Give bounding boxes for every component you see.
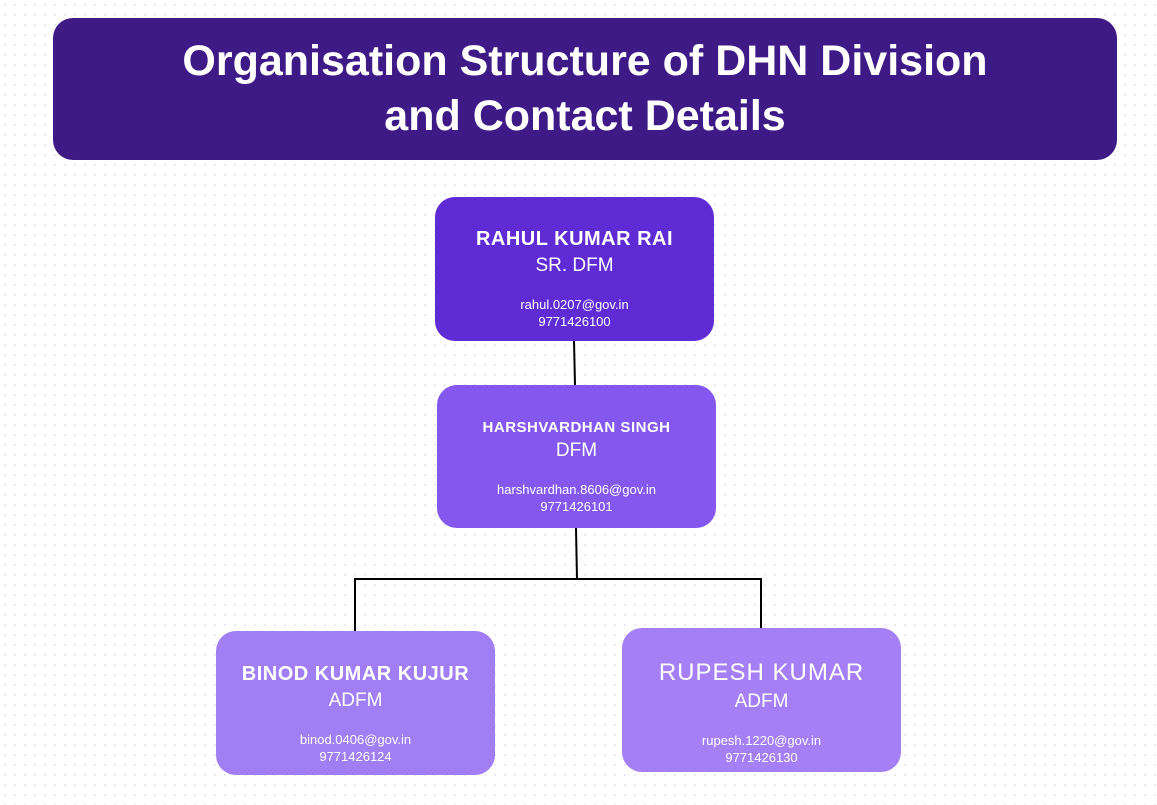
page-title-line-2: and Contact Details [384, 92, 786, 140]
org-node-dfm: HARSHVARDHAN SINGH DFM harshvardhan.8606… [437, 385, 716, 528]
person-designation: ADFM [734, 691, 789, 712]
connector-dfm-down [575, 527, 578, 580]
person-email: rupesh.1220@gov.in [701, 733, 822, 748]
person-phone: 9771426101 [540, 499, 613, 514]
page-title-line-1: Organisation Structure of DHN Division [182, 37, 988, 85]
person-email: rahul.0207@gov.in [520, 297, 629, 312]
person-phone: 9771426124 [319, 749, 392, 764]
person-designation: ADFM [328, 690, 383, 711]
connector-srdfm-to-dfm [573, 340, 576, 386]
person-designation: DFM [555, 440, 598, 461]
person-phone: 9771426130 [725, 750, 798, 765]
person-name: BINOD KUMAR KUJUR [241, 663, 470, 685]
person-name: RUPESH KUMAR [658, 659, 865, 686]
person-email: binod.0406@gov.in [299, 732, 412, 747]
person-name: HARSHVARDHAN SINGH [482, 419, 671, 436]
person-name: RAHUL KUMAR RAI [475, 228, 674, 250]
title-banner: Organisation Structure of DHN Division a… [53, 18, 1117, 160]
person-email: harshvardhan.8606@gov.in [497, 482, 656, 497]
person-designation: SR. DFM [535, 255, 614, 276]
person-phone: 9771426100 [538, 314, 611, 329]
org-node-sr-dfm: RAHUL KUMAR RAI SR. DFM rahul.0207@gov.i… [435, 197, 714, 341]
org-node-adfm-right: RUPESH KUMAR ADFM rupesh.1220@gov.in 977… [622, 628, 901, 772]
org-node-adfm-left: BINOD KUMAR KUJUR ADFM binod.0406@gov.in… [216, 631, 495, 775]
